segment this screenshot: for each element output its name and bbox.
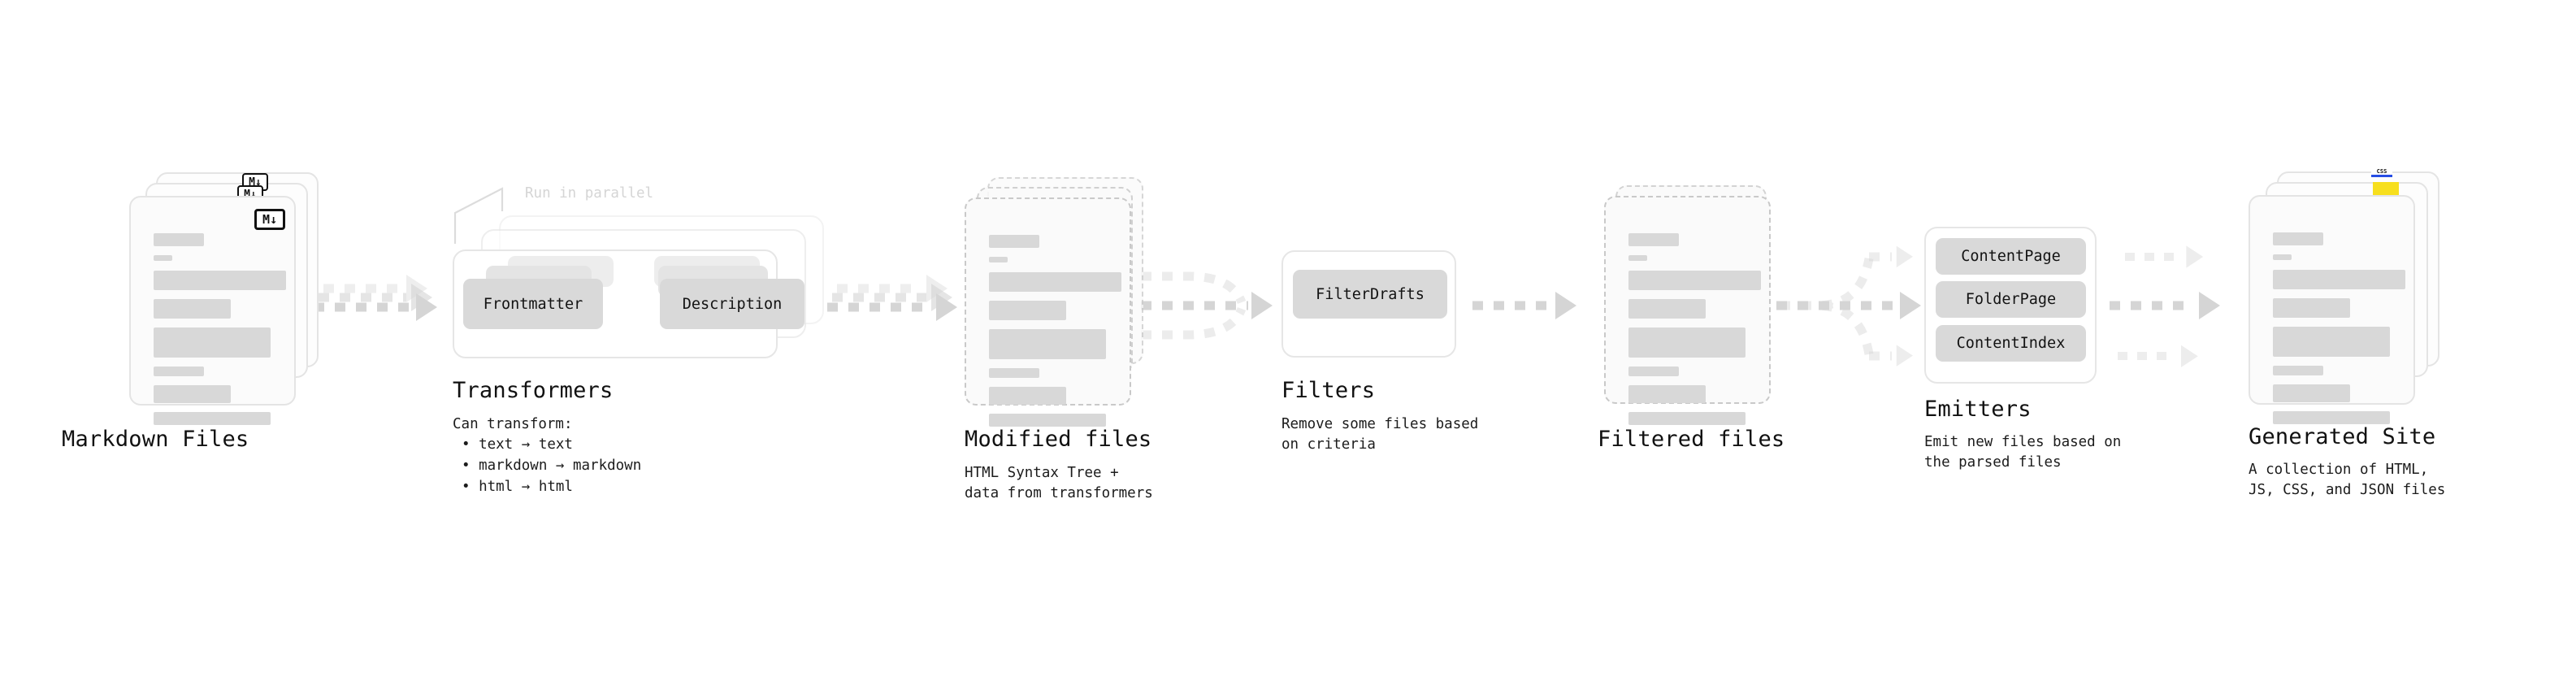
arrow-modified-to-filters [1141,271,1273,340]
run-in-parallel-label: Run in parallel [525,185,654,202]
stage-subtitle-filters: Remove some files based on criteria [1281,416,1479,453]
transformer-bullet-1: • markdown → markdown [462,458,642,474]
stage-title-emitters: Emitters [1924,397,2032,422]
transformer-chip-frontmatter[interactable]: Frontmatter [463,279,603,329]
arrow-filters-to-filtered [1472,292,1576,319]
arrow-filtered-to-emitters [1776,245,1921,367]
transformer-bullet-0: • text → text [462,436,573,453]
markdown-card-front[interactable]: M↓ [129,196,296,425]
filtered-card-bars [1628,233,1761,434]
css-icon: CSS [2371,164,2392,177]
js-icon [2373,182,2399,197]
filtered-card-front[interactable] [1604,196,1771,425]
emitters-chip-folderpage[interactable]: FolderPage [1936,281,2086,318]
stage-title-generated-site: Generated Site [2249,424,2436,449]
stage-title-transformers: Transformers [453,378,614,403]
markdown-icon: M↓ [254,209,285,230]
stage-title-modified-files: Modified files [965,427,1152,452]
stage-subtitle-generated-site: A collection of HTML, JS, CSS, and JSON … [2249,462,2446,498]
arrow-emitters-to-site [2110,245,2220,367]
site-card-bars [2273,232,2405,433]
emitters-chip-contentpage[interactable]: ContentPage [1936,238,2086,275]
stage-title-filtered-files: Filtered files [1598,427,1785,452]
site-card-front[interactable] [2249,195,2415,424]
stage-subtitle-transformers: Can transform: [453,416,573,432]
stage-title-filters: Filters [1281,378,1376,403]
stage-subtitle-emitters: Emit new files based on the parsed files [1924,434,2122,471]
modified-card-front[interactable] [965,197,1131,427]
emitters-chip-contentindex[interactable]: ContentIndex [1936,325,2086,362]
arrow-transformers-to-modified [827,275,957,321]
transformer-bullet-2: • html → html [462,479,573,495]
stage-subtitle-modified-files: HTML Syntax Tree + data from transformer… [965,465,1153,501]
markdown-card-bars [154,233,286,434]
transformer-chip-description[interactable]: Description [660,279,804,329]
filters-chip-filterdrafts[interactable]: FilterDrafts [1293,270,1447,319]
stage-title-markdown-files: Markdown Files [62,427,249,452]
modified-card-bars [989,235,1121,436]
arrow-markdown-to-transformers [314,275,437,321]
